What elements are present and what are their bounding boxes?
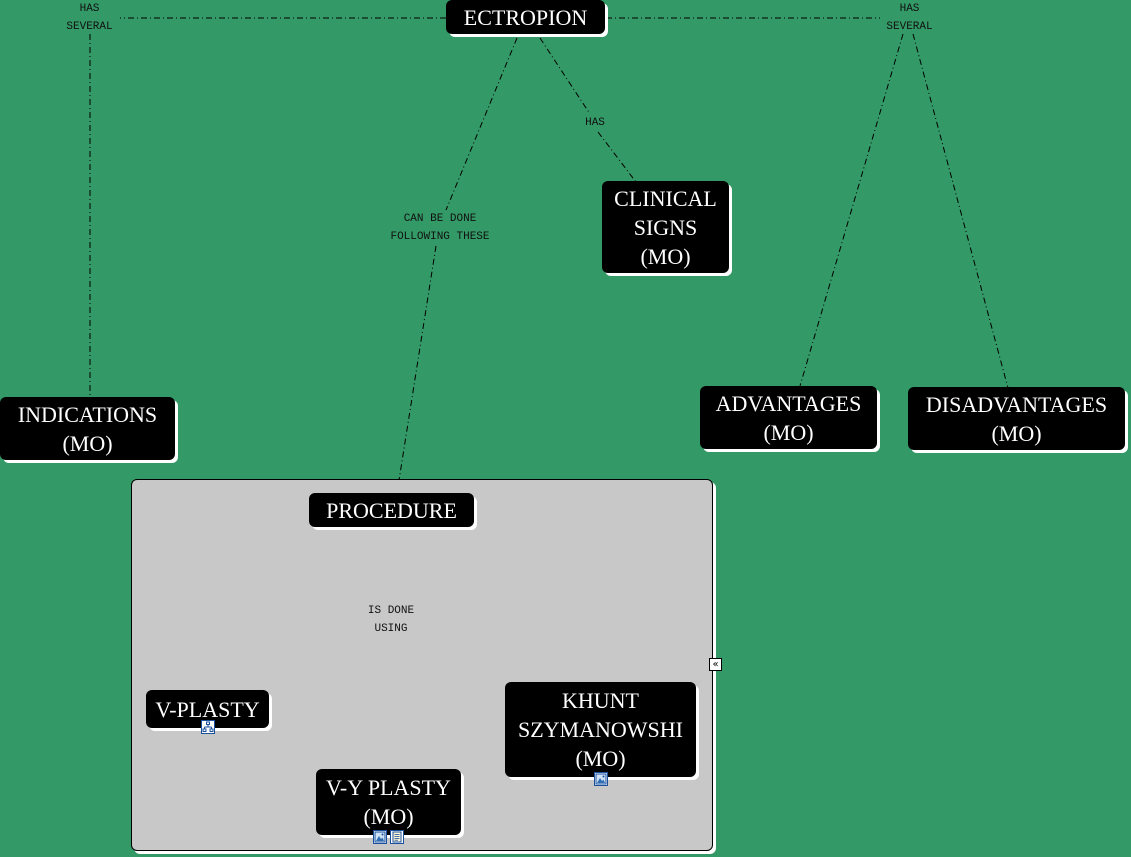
concept-disadvantages[interactable]: DISADVANTAGES (MO) (908, 387, 1125, 450)
line-ectropion-canbedone (445, 37, 518, 211)
link-label-has[interactable]: HAS (585, 117, 605, 129)
line-has-clinical-signs (597, 131, 637, 183)
line-hasseveral-disadvantages (912, 33, 1009, 389)
concept-procedure[interactable]: PROCEDURE (309, 493, 474, 527)
link-label-has-several-left[interactable]: HAS SEVERAL (66, 3, 113, 33)
link-label-is-done-using[interactable]: IS DONE USING (367, 605, 415, 635)
image-icon[interactable] (373, 830, 387, 844)
line-hasseveral-advantages (799, 33, 904, 387)
concept-vy-plasty[interactable]: V-Y PLASTY (MO) (316, 769, 461, 835)
line-ectropion-has (539, 37, 591, 115)
document-icon[interactable] (390, 830, 404, 844)
concept-map-icon[interactable] (201, 720, 215, 734)
link-label-has-several-right[interactable]: HAS SEVERAL (886, 3, 933, 33)
concept-ectropion[interactable]: ECTROPION (446, 0, 605, 34)
concept-khunt-szymanowshi[interactable]: KHUNT SZYMANOWSHI (MO) (505, 682, 696, 777)
link-label-can-be-done[interactable]: CAN BE DONE FOLLOWING THESE (390, 213, 490, 243)
image-icon[interactable] (594, 772, 608, 786)
concept-indications[interactable]: INDICATIONS (MO) (0, 397, 175, 460)
collapse-icon[interactable]: « (709, 658, 722, 671)
concept-clinical-signs[interactable]: CLINICAL SIGNS (MO) (602, 181, 729, 273)
line-canbedone-procedure (396, 245, 437, 494)
concept-advantages[interactable]: ADVANTAGES (MO) (700, 386, 877, 449)
